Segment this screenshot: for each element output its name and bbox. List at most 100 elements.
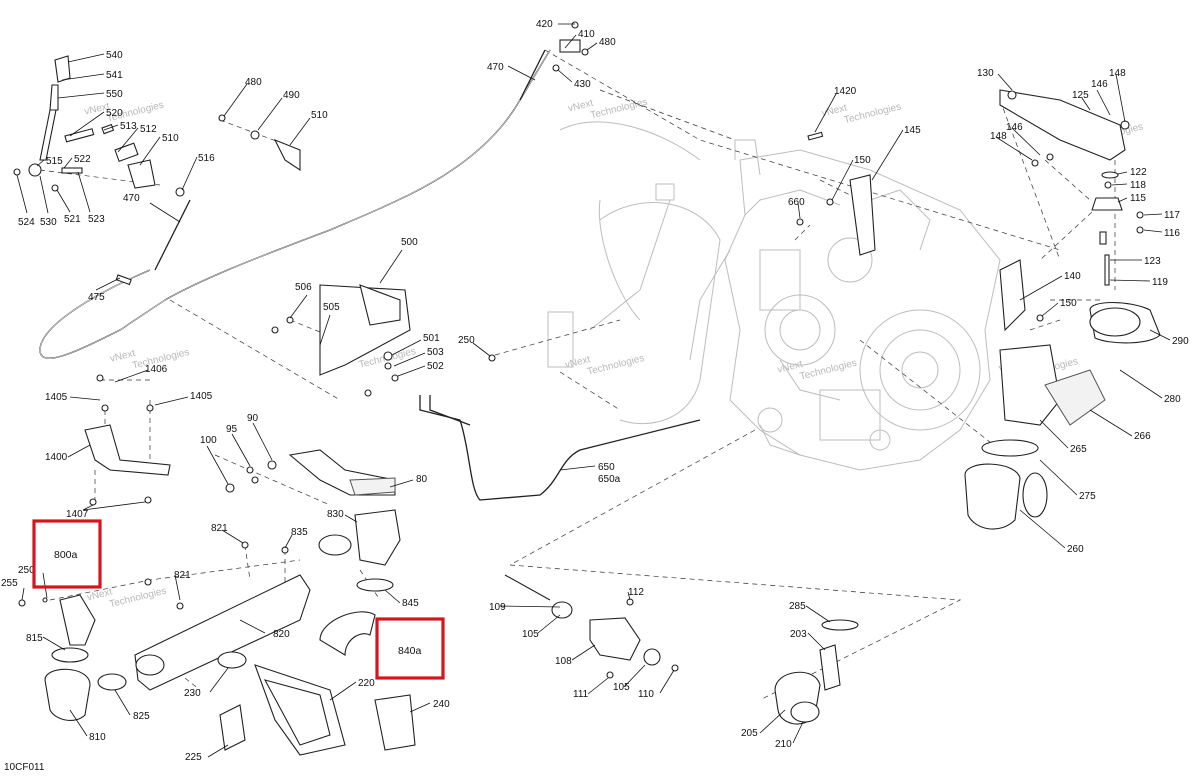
air-intake-assembly [18, 509, 416, 756]
callout-111: 111 [573, 689, 589, 700]
callout-1420: 1420 [834, 86, 857, 97]
callout-505: 505 [323, 302, 340, 313]
callout-650a: 650a [598, 474, 621, 485]
callout-90: 90 [247, 413, 259, 424]
callout-148-mid: 148 [990, 131, 1007, 142]
callout-815: 815 [26, 633, 43, 644]
callout-530: 530 [40, 217, 57, 228]
cvt-air-ducts [964, 302, 1161, 530]
callout-255: 255 [1, 578, 18, 589]
callout-labels: 540 541 550 520 513 512 510 516 515 522 … [1, 19, 1189, 763]
callout-105-right: 105 [613, 682, 630, 693]
callout-502: 502 [427, 361, 444, 372]
callout-122: 122 [1130, 167, 1147, 178]
callout-290: 290 [1172, 336, 1189, 347]
callout-148-top: 148 [1109, 68, 1126, 79]
callout-523: 523 [88, 214, 105, 225]
callout-100: 100 [200, 435, 217, 446]
callout-512: 512 [140, 124, 157, 135]
callout-800a: 800a [54, 549, 78, 561]
callout-112: 112 [628, 587, 644, 598]
callout-510-mid: 510 [311, 110, 328, 121]
callout-480-top: 480 [599, 37, 616, 48]
callout-109: 109 [489, 602, 506, 613]
svg-text:Technologies: Technologies [108, 585, 167, 610]
callout-810: 810 [89, 732, 106, 743]
callout-250-mid: 250 [458, 335, 475, 346]
callout-475: 475 [88, 292, 105, 303]
callout-240: 240 [433, 699, 450, 710]
callout-115: 115 [1130, 193, 1146, 204]
callout-118: 118 [1130, 180, 1146, 191]
callout-285: 285 [789, 601, 806, 612]
callout-150-top: 150 [854, 155, 871, 166]
callout-840a: 840a [398, 645, 422, 657]
bracket-1400-assembly [84, 374, 171, 506]
callout-130: 130 [977, 68, 994, 79]
callout-513: 513 [120, 121, 137, 132]
callout-510: 510 [162, 133, 179, 144]
callout-541: 541 [106, 70, 123, 81]
callout-116: 116 [1164, 228, 1180, 239]
callout-650: 650 [598, 462, 615, 473]
callout-225: 225 [185, 752, 202, 763]
callout-117: 117 [1164, 210, 1180, 221]
callout-830: 830 [327, 509, 344, 520]
callout-110: 110 [638, 689, 654, 700]
callout-205: 205 [741, 728, 758, 739]
callout-410: 410 [578, 29, 595, 40]
callout-500: 500 [401, 237, 418, 248]
callout-821-top: 821 [211, 523, 228, 534]
callout-501: 501 [423, 333, 440, 344]
callout-150-right: 150 [1060, 298, 1077, 309]
callout-524: 524 [18, 217, 35, 228]
callout-105-left: 105 [522, 629, 539, 640]
callout-220: 220 [358, 678, 375, 689]
callout-490: 490 [283, 90, 300, 101]
svg-text:Technologies: Technologies [843, 101, 902, 126]
callout-146-top: 146 [1091, 79, 1108, 90]
callout-140: 140 [1064, 271, 1081, 282]
callout-470-left: 470 [123, 193, 140, 204]
diagram-code: 10CF011 [4, 762, 45, 773]
callout-660: 660 [788, 197, 805, 208]
svg-text:Technologies: Technologies [586, 353, 645, 378]
pedal-assembly [225, 449, 396, 496]
callout-480-left: 480 [245, 77, 262, 88]
callout-280: 280 [1164, 394, 1181, 405]
shifter-assembly [13, 21, 589, 286]
callout-123: 123 [1144, 256, 1161, 267]
callout-275: 275 [1079, 491, 1096, 502]
mount-bracket-assembly [796, 89, 1144, 332]
callout-1405-left: 1405 [45, 392, 68, 403]
callout-515: 515 [46, 156, 63, 167]
callout-520: 520 [106, 108, 123, 119]
callout-470-top: 470 [487, 62, 504, 73]
callout-230: 230 [184, 688, 201, 699]
callout-516: 516 [198, 153, 215, 164]
callout-503: 503 [427, 347, 444, 358]
leader-lines [16, 23, 1171, 758]
callout-108: 108 [555, 656, 572, 667]
callout-266: 266 [1134, 431, 1151, 442]
callout-820: 820 [273, 629, 290, 640]
callout-260: 260 [1067, 544, 1084, 555]
callout-1407: 1407 [66, 509, 89, 520]
engine-assembly [547, 121, 1001, 471]
callout-825: 825 [133, 711, 150, 722]
callout-119: 119 [1152, 277, 1168, 288]
callout-125: 125 [1072, 90, 1089, 101]
reference-lines [39, 49, 1116, 701]
highlight-box-800a [32, 519, 102, 589]
callout-835: 835 [291, 527, 308, 538]
callout-1406: 1406 [145, 364, 168, 375]
shaft-assembly [504, 574, 679, 679]
shift-bracket-assembly [271, 284, 496, 397]
highlight-box-840a [375, 617, 445, 680]
callout-430: 430 [574, 79, 591, 90]
callout-540: 540 [106, 50, 123, 61]
shift-cables [39, 49, 701, 501]
svg-text:Technologies: Technologies [799, 358, 858, 383]
callout-250-left: 250 [18, 565, 35, 576]
